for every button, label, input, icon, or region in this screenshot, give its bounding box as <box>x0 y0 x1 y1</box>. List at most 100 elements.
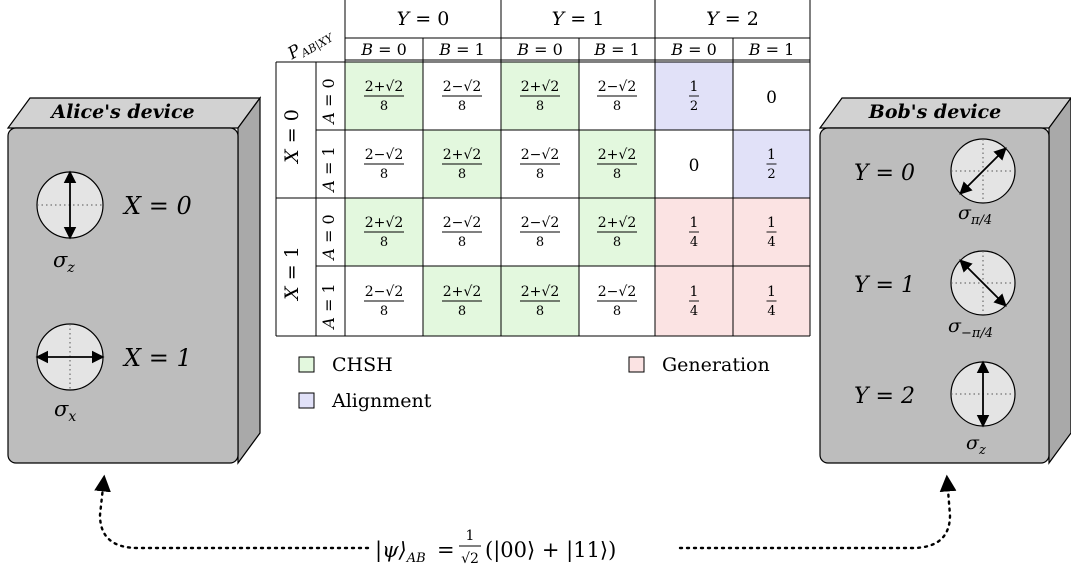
legend-swatch-alignment <box>298 392 315 409</box>
probability-denominator: 8 <box>613 304 621 319</box>
legend-label-chsh: CHSH <box>332 354 393 376</box>
entanglement-link-left <box>94 474 370 550</box>
alice-device-front <box>7 127 239 464</box>
b-outcome-header: B = 0 <box>516 40 563 59</box>
probability-numerator: 2−√2 <box>365 147 403 163</box>
y-setting-header: Y = 2 <box>706 8 759 30</box>
legend-item-chsh: CHSH <box>298 354 393 376</box>
bob-measurement-pi4: σπ/4 Y = 0 <box>854 138 1016 228</box>
alice-operator-x: σx <box>54 397 76 425</box>
probability-denominator: 2 <box>690 99 698 114</box>
bob-device: Bob's device σπ/4 Y = 0 σ−π/4 Y = 1 σz Y… <box>818 96 1071 465</box>
probability-denominator: 8 <box>458 304 466 319</box>
legend-label-alignment: Alignment <box>331 390 432 412</box>
probability-numerator: 1 <box>690 215 699 231</box>
x-setting-header: X = 0 <box>281 109 303 165</box>
state-prefactor-numerator: 1 <box>466 528 475 544</box>
probability-denominator: 8 <box>613 99 621 114</box>
probability-denominator: 2 <box>767 167 775 182</box>
table-corner-label: PAB|XY <box>284 23 338 67</box>
probability-table: PAB|XY Y = 0 Y = 1 Y = 2 B = 0 B = 1 B = 0 B = … <box>275 0 811 337</box>
bob-setting-y0: Y = 0 <box>854 161 915 186</box>
probability-denominator: 8 <box>380 235 388 250</box>
probability-numerator: 2−√2 <box>365 284 403 300</box>
probability-denominator: 8 <box>380 99 388 114</box>
bob-setting-y1: Y = 1 <box>854 273 915 298</box>
alice-device-title: Alice's device <box>49 101 194 123</box>
a-outcome-header: A = 1 <box>319 146 338 193</box>
state-connector: |ψ⟩AB = 1 √2 (|00⟩ + |11⟩) <box>94 474 957 567</box>
y-setting-header: Y = 0 <box>397 8 450 30</box>
probability-numerator: 1 <box>767 284 776 300</box>
probability-numerator: 2+√2 <box>521 284 559 300</box>
probability-denominator: 8 <box>536 304 544 319</box>
probability-numerator: 1 <box>690 284 699 300</box>
probability-numerator: 2+√2 <box>598 147 636 163</box>
x-setting-header: X = 1 <box>281 246 303 302</box>
a-outcome-header: A = 0 <box>319 78 338 125</box>
probability-numerator: 1 <box>690 79 699 95</box>
alice-setting-x1: X = 1 <box>122 344 192 372</box>
probability-numerator: 2+√2 <box>443 284 481 300</box>
probability-denominator: 8 <box>613 235 621 250</box>
probability-denominator: 4 <box>767 304 775 319</box>
entanglement-link-right <box>678 474 957 550</box>
state-prefactor-denominator: √2 <box>461 551 479 567</box>
state-expression: (|00⟩ + |11⟩) <box>485 538 616 563</box>
probability-denominator: 4 <box>767 235 775 250</box>
legend: CHSH Generation Alignment <box>298 354 770 412</box>
legend-item-generation: Generation <box>628 354 770 376</box>
state-ket: |ψ⟩AB <box>375 538 426 566</box>
legend-label-generation: Generation <box>662 354 770 376</box>
probability-numerator: 2−√2 <box>443 215 481 231</box>
bob-operator-z: σz <box>966 432 986 458</box>
probability-denominator: 8 <box>536 235 544 250</box>
a-outcome-header: A = 0 <box>319 214 338 261</box>
bob-device-side <box>1048 96 1071 465</box>
probability-numerator: 2+√2 <box>365 215 403 231</box>
probability-numerator: 2+√2 <box>443 147 481 163</box>
b-outcome-header: B = 0 <box>670 40 717 59</box>
probability-denominator: 8 <box>458 99 466 114</box>
y-setting-header: Y = 1 <box>552 8 605 30</box>
probability-denominator: 4 <box>690 235 698 250</box>
alice-setting-x0: X = 0 <box>122 192 192 220</box>
alice-operator-z: σz <box>53 248 75 276</box>
state-equals: = <box>437 538 455 562</box>
alice-device: Alice's device σz X = 0 σx X = 1 <box>6 96 262 465</box>
probability-numerator: 2+√2 <box>521 79 559 95</box>
probability-denominator: 4 <box>690 304 698 319</box>
bob-measurement-minus-pi4: σ−π/4 Y = 1 <box>854 250 1016 341</box>
legend-swatch-chsh <box>298 356 315 373</box>
probability-numerator: 2−√2 <box>521 215 559 231</box>
probability-value: 0 <box>689 156 700 176</box>
b-outcome-header: B = 1 <box>593 40 640 59</box>
b-outcome-header: B = 0 <box>360 40 407 59</box>
probability-numerator: 2−√2 <box>443 79 481 95</box>
probability-numerator: 2+√2 <box>598 215 636 231</box>
measurement-arrow-icon <box>959 259 1007 307</box>
legend-swatch-generation <box>628 356 645 373</box>
bob-setting-y2: Y = 2 <box>854 384 915 409</box>
probability-denominator: 8 <box>380 167 388 182</box>
probability-numerator: 1 <box>767 147 776 163</box>
bob-operator-minus-pi4: σ−π/4 <box>948 315 993 341</box>
probability-numerator: 2−√2 <box>598 79 636 95</box>
alice-measurement-z: σz X = 0 <box>36 170 192 276</box>
a-outcome-header: A = 1 <box>319 283 338 330</box>
probability-denominator: 8 <box>380 304 388 319</box>
probability-denominator: 8 <box>536 99 544 114</box>
b-outcome-header: B = 1 <box>438 40 485 59</box>
b-outcome-header: B = 1 <box>748 40 795 59</box>
probability-numerator: 2−√2 <box>598 284 636 300</box>
bob-measurement-z: σz Y = 2 <box>854 360 1016 458</box>
probability-denominator: 8 <box>536 167 544 182</box>
probability-denominator: 8 <box>458 167 466 182</box>
probability-denominator: 8 <box>613 167 621 182</box>
probability-numerator: 2+√2 <box>365 79 403 95</box>
bob-operator-pi4: σπ/4 <box>958 202 992 228</box>
legend-item-alignment: Alignment <box>298 390 432 412</box>
probability-value: 0 <box>766 88 777 108</box>
probability-numerator: 1 <box>767 215 776 231</box>
